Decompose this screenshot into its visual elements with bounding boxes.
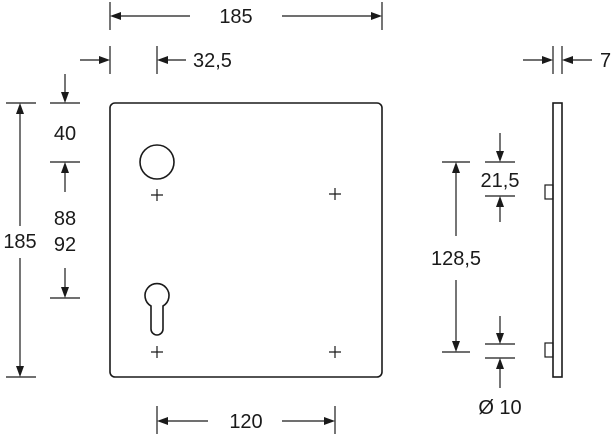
dim-plate-thickness-label: 7 <box>600 50 611 72</box>
dim-center-distance-lower <box>50 268 80 299</box>
dim-overall-height-label: 185 <box>3 231 36 253</box>
dim-hole-spacing-vertical-label: 128,5 <box>431 248 481 270</box>
dim-top-offset-label: 40 <box>54 123 76 145</box>
dim-top-offset <box>50 74 80 192</box>
dim-center-distance-a-label: 88 <box>54 208 76 230</box>
dim-hole-diameter <box>485 316 515 388</box>
dim-center-distance-b-label: 92 <box>54 234 76 256</box>
plate-outline <box>109 102 383 378</box>
dim-hole-spacing-vertical <box>442 161 470 353</box>
fixing-mark-bottom-left <box>151 346 163 358</box>
keyhole-cutout <box>144 282 170 336</box>
dim-overall-width <box>109 2 383 30</box>
dim-overall-height <box>6 102 36 378</box>
fixing-mark-top-left <box>151 189 163 201</box>
fixing-mark-top-right <box>329 188 341 200</box>
fixing-marks <box>151 188 341 358</box>
dim-keyhole-offset <box>80 46 186 74</box>
dim-side-offset-label: 21,5 <box>481 170 520 192</box>
dim-hole-spacing-horizontal <box>156 406 336 434</box>
dim-hole-diameter-label: Ø 10 <box>478 397 521 419</box>
dim-overall-width-label: 185 <box>219 6 252 28</box>
dim-hole-spacing-horizontal-label: 120 <box>229 411 262 433</box>
dim-keyhole-offset-label: 32,5 <box>193 50 232 72</box>
dim-plate-thickness <box>523 46 592 74</box>
side-view <box>544 102 563 378</box>
fixing-mark-bottom-right <box>329 346 341 358</box>
handle-hole <box>139 144 175 180</box>
dim-side-offset <box>485 133 515 222</box>
